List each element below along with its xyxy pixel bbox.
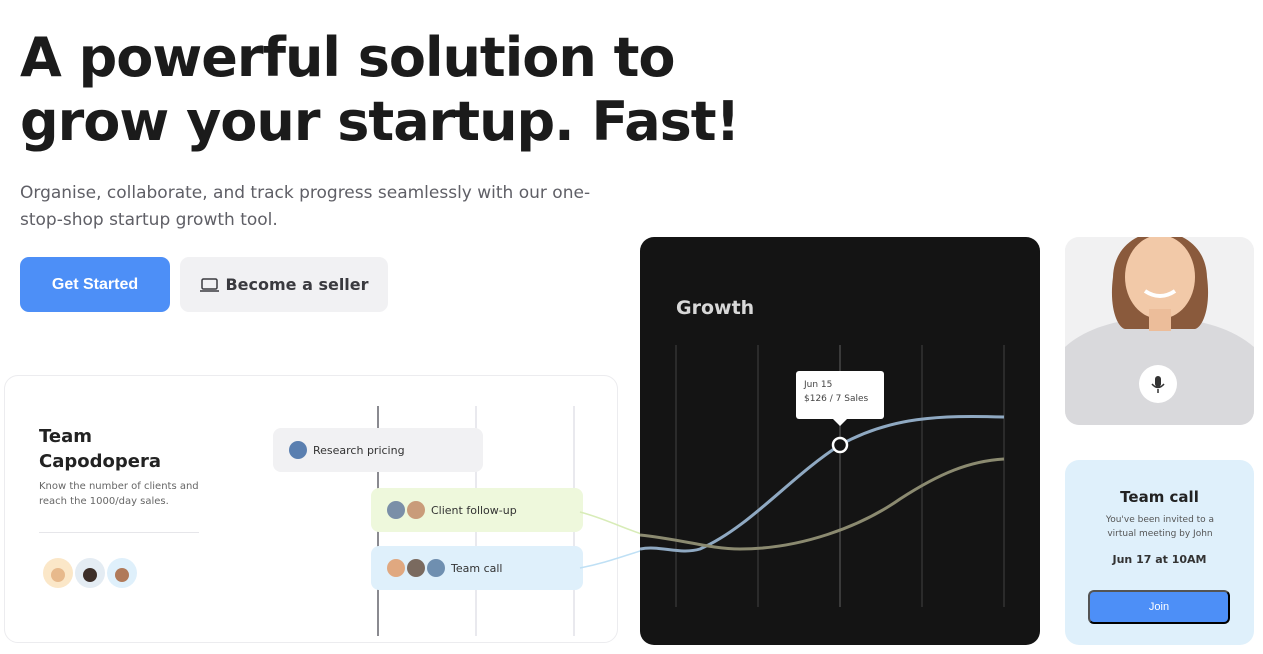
call-description: You've been invited to a virtual meeting… bbox=[1105, 515, 1215, 539]
avatar bbox=[75, 558, 105, 588]
avatar bbox=[387, 501, 405, 519]
team-divider bbox=[39, 532, 199, 533]
avatar bbox=[289, 441, 307, 459]
avatar bbox=[43, 558, 73, 588]
growth-chart bbox=[640, 345, 1005, 607]
growth-line-blue bbox=[640, 414, 1005, 553]
task-label: Team call bbox=[451, 561, 503, 575]
chart-point-marker[interactable] bbox=[831, 436, 849, 454]
page-subtitle: Organise, collaborate, and track progres… bbox=[20, 183, 591, 230]
microphone-icon[interactable] bbox=[1139, 365, 1177, 403]
get-started-button[interactable]: Get Started bbox=[20, 257, 170, 312]
team-avatars bbox=[43, 558, 137, 588]
call-time: Jun 17 at 10AM bbox=[1112, 553, 1207, 566]
avatar bbox=[387, 559, 405, 577]
task-label: Research pricing bbox=[313, 443, 405, 457]
laptop-icon bbox=[199, 277, 221, 293]
avatar bbox=[407, 559, 425, 577]
call-title: Team call bbox=[1120, 488, 1199, 506]
team-title: Team Capodopera bbox=[39, 426, 161, 472]
page-headline: A powerful solution to grow your startup… bbox=[20, 26, 740, 153]
task-bar[interactable]: Client follow-up bbox=[371, 488, 583, 532]
become-seller-button[interactable]: Become a seller bbox=[180, 257, 388, 312]
team-card: Team Capodopera Know the number of clien… bbox=[4, 375, 618, 643]
team-call-card: Team call You've been invited to a virtu… bbox=[1065, 460, 1254, 645]
tooltip-date: Jun 15 bbox=[804, 380, 833, 390]
tooltip-pointer bbox=[833, 419, 847, 426]
growth-line-olive bbox=[640, 457, 1005, 551]
chart-tooltip: Jun 15 $126 / 7 Sales bbox=[796, 371, 884, 419]
task-bar[interactable]: Research pricing bbox=[273, 428, 483, 472]
become-seller-label: Become a seller bbox=[225, 275, 369, 294]
task-label: Client follow-up bbox=[431, 503, 517, 517]
avatar bbox=[107, 558, 137, 588]
avatar bbox=[427, 559, 445, 577]
team-description: Know the number of clients and reach the… bbox=[39, 481, 199, 507]
avatar bbox=[407, 501, 425, 519]
tooltip-value: $126 / 7 Sales bbox=[804, 394, 869, 404]
join-call-button[interactable]: Join bbox=[1088, 590, 1230, 624]
growth-title: Growth bbox=[676, 297, 755, 319]
task-bar[interactable]: Team call bbox=[371, 546, 583, 590]
growth-card: Growth Jun 15 $126 / 7 Sales bbox=[640, 237, 1040, 645]
